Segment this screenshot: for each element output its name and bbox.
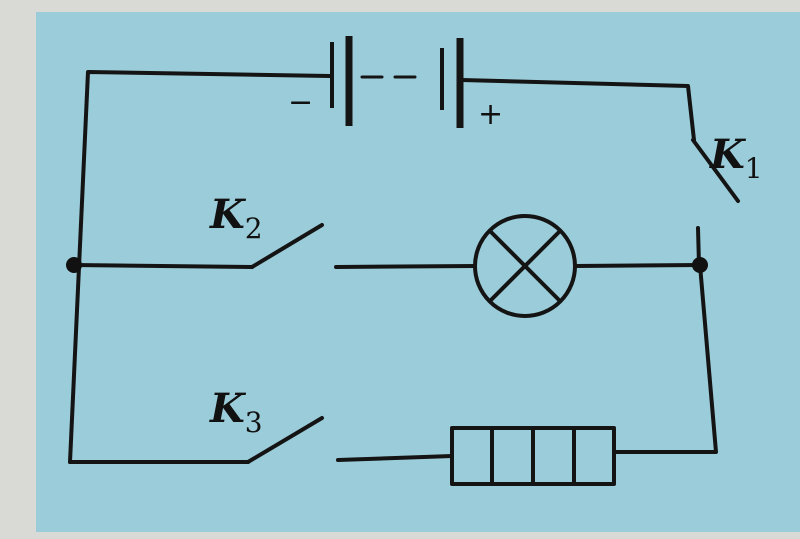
battery-positive-sign: + (478, 97, 503, 132)
diagram-background (36, 12, 800, 532)
wire-to-resistor (336, 454, 454, 462)
switch-k2-blade (250, 223, 324, 269)
wire-lamp-right (573, 263, 702, 268)
switch-k1-label: K1 (709, 131, 763, 185)
lamp-cross-b (488, 229, 562, 303)
switch-k2-label: K2 (209, 191, 263, 245)
switch-k3: K3 (209, 385, 324, 464)
switch-k3-blade (246, 416, 324, 464)
junction-node-right (692, 257, 708, 273)
resistor (450, 426, 616, 486)
wire-left-top (68, 70, 332, 464)
junction-node-left (66, 257, 82, 273)
battery-negative-sign: − (288, 85, 313, 120)
switch-k2: K2 (209, 191, 324, 269)
switch-k1: K1 (691, 131, 763, 267)
wire-to-lamp (334, 264, 477, 269)
lamp (473, 214, 577, 318)
wire-middle-left (72, 263, 254, 269)
wire-top-right (460, 78, 696, 142)
battery: − + (288, 36, 503, 132)
wire-right-down (612, 263, 718, 454)
switch-k3-label: K3 (209, 385, 263, 439)
switch-k1-blade (691, 138, 740, 203)
